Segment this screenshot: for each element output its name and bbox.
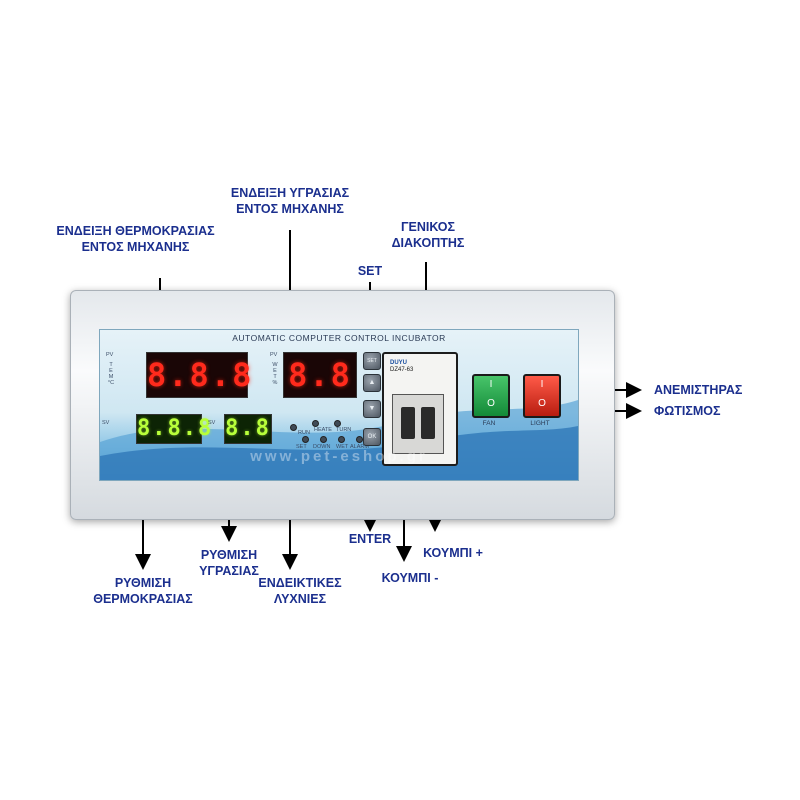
- fan-switch[interactable]: I O: [472, 374, 510, 418]
- pv-label-humidity: PV: [270, 352, 278, 358]
- light-switch-off-mark: O: [538, 398, 546, 409]
- led-label-turn: TURN: [336, 427, 352, 433]
- light-switch-on-mark: I: [540, 379, 544, 390]
- callout-temp-display-line2: ΕΝΤΟΣ ΜΗΧΑΝΗΣ: [81, 240, 190, 254]
- led-label-heat: HEATE: [314, 427, 332, 433]
- breaker-body: [392, 394, 444, 454]
- breaker-toggle-right[interactable]: [421, 407, 435, 439]
- led-down: [320, 436, 327, 443]
- led-label-alarm: ALARM: [350, 444, 369, 450]
- led-wet: [338, 436, 345, 443]
- callout-temp-setting: ΡΥΘΜΙΣΗ ΘΕΡΜΟΚΡΑΣΙΑΣ: [83, 575, 203, 607]
- fan-label: FAN: [482, 420, 496, 427]
- breaker-label: DUYU DZ47-63: [390, 360, 413, 374]
- light-switch[interactable]: I O: [523, 374, 561, 418]
- led-alarm: [356, 436, 363, 443]
- callout-set-text: SET: [357, 264, 383, 278]
- callout-temp-setting-line1: ΡΥΘΜΙΣΗ: [114, 576, 172, 590]
- callout-indicator-lamps-line1: ΕΝΔΕΙΚΤΙΚΕΣ: [258, 576, 342, 590]
- callout-light-text: ΦΩΤΙΣΜΟΣ: [654, 404, 721, 418]
- callout-humidity-display-line1: ΕΝΔΕΙΞΗ ΥΓΡΑΣΙΑΣ: [230, 186, 350, 200]
- callout-enter: ENTER: [335, 531, 405, 547]
- temp-unit-char: °C: [107, 380, 115, 386]
- callout-temp-display: ΕΝΔΕΙΞΗ ΘΕΡΜΟΚΡΑΣΙΑΣ ΕΝΤΟΣ ΜΗΧΑΝΗΣ: [48, 223, 223, 255]
- sv-label-temp: SV: [102, 420, 110, 426]
- led-label-set: SET: [296, 444, 307, 450]
- pv-label-temp: PV: [106, 352, 114, 358]
- light-label: LIGHT: [530, 420, 550, 427]
- callout-temp-setting-line2: ΘΕΡΜΟΚΡΑΣΙΑΣ: [93, 592, 193, 606]
- wet-unit-char: E: [273, 368, 277, 374]
- breaker-brand: DUYU: [390, 360, 408, 366]
- led-label-run: RUN: [298, 430, 310, 436]
- wet-unit-char: W: [272, 362, 278, 368]
- temperature-sv-display: 8.8.8: [136, 414, 211, 444]
- main-circuit-breaker[interactable]: DUYU DZ47-63: [382, 352, 458, 466]
- callout-fan-text: ΑΝΕΜΙΣΤΗΡΑΣ: [654, 383, 743, 397]
- callout-button-minus-text: ΚΟΥΜΠΙ -: [381, 571, 439, 585]
- callout-humidity-setting-line2: ΥΓΡΑΣΙΑΣ: [199, 564, 259, 578]
- watermark: www.pet-eshop.gr: [250, 448, 428, 465]
- fan-switch-off-mark: O: [487, 398, 495, 409]
- temp-unit-char: T: [109, 362, 113, 368]
- breaker-model: DZ47-63: [390, 367, 414, 373]
- temp-unit-label: T E M °C: [107, 362, 115, 386]
- callout-light: ΦΩΤΙΣΜΟΣ: [654, 403, 764, 419]
- down-button[interactable]: ▼: [363, 400, 381, 418]
- humidity-sv-display: 8.8: [224, 414, 272, 444]
- callout-fan: ΑΝΕΜΙΣΤΗΡΑΣ: [654, 382, 764, 398]
- callout-button-plus-text: ΚΟΥΜΠΙ +: [423, 546, 483, 560]
- wet-unit-char: %: [272, 380, 278, 386]
- callout-enter-text: ENTER: [348, 532, 392, 546]
- callout-button-plus: ΚΟΥΜΠΙ +: [408, 545, 498, 561]
- set-button[interactable]: SET: [363, 352, 381, 370]
- callout-button-minus: ΚΟΥΜΠΙ -: [365, 570, 455, 586]
- temp-unit-char: M: [108, 374, 114, 380]
- led-heat: [312, 420, 319, 427]
- humidity-pv-display: 8.8: [283, 352, 357, 398]
- callout-temp-display-line1: ΕΝΔΕΙΞΗ ΘΕΡΜΟΚΡΑΣΙΑΣ: [56, 224, 215, 238]
- callout-main-switch-line2: ΔΙΑΚΟΠΤΗΣ: [391, 236, 465, 250]
- temp-unit-char: E: [109, 368, 113, 374]
- sv-label-humidity: SV: [208, 420, 216, 426]
- wet-unit-label: W E T %: [271, 362, 279, 386]
- breaker-toggle-left[interactable]: [401, 407, 415, 439]
- incubator-controller: AUTOMATIC COMPUTER CONTROL INCUBATOR PV …: [70, 290, 615, 520]
- led-label-wet: WET: [336, 444, 349, 450]
- callout-humidity-display-line2: ΕΝΤΟΣ ΜΗΧΑΝΗΣ: [236, 202, 344, 216]
- led-turn: [334, 420, 341, 427]
- callout-humidity-setting-line1: ΡΥΘΜΙΣΗ: [200, 548, 258, 562]
- callout-main-switch-line1: ΓΕΝΙΚΟΣ: [400, 220, 456, 234]
- led-run: [290, 424, 297, 431]
- panel-title: AUTOMATIC COMPUTER CONTROL INCUBATOR: [232, 333, 446, 343]
- control-panel-face: AUTOMATIC COMPUTER CONTROL INCUBATOR PV …: [99, 329, 579, 481]
- led-set: [302, 436, 309, 443]
- temperature-pv-display: 8.8.8: [146, 352, 251, 398]
- callout-indicator-lamps: ΕΝΔΕΙΚΤΙΚΕΣ ΛΥΧΝΙΕΣ: [250, 575, 350, 607]
- callout-indicator-lamps-line2: ΛΥΧΝΙΕΣ: [273, 592, 327, 606]
- callout-humidity-display: ΕΝΔΕΙΞΗ ΥΓΡΑΣΙΑΣ ΕΝΤΟΣ ΜΗΧΑΝΗΣ: [215, 185, 365, 217]
- wet-unit-char: T: [273, 374, 277, 380]
- led-label-down: DOWN: [313, 444, 331, 450]
- callout-humidity-setting: ΡΥΘΜΙΣΗ ΥΓΡΑΣΙΑΣ: [175, 547, 283, 579]
- callout-set: SET: [350, 263, 390, 279]
- up-button[interactable]: ▲: [363, 374, 381, 392]
- ok-button[interactable]: OK: [363, 428, 381, 446]
- callout-main-switch: ΓΕΝΙΚΟΣ ΔΙΑΚΟΠΤΗΣ: [378, 219, 478, 251]
- fan-switch-on-mark: I: [489, 379, 493, 390]
